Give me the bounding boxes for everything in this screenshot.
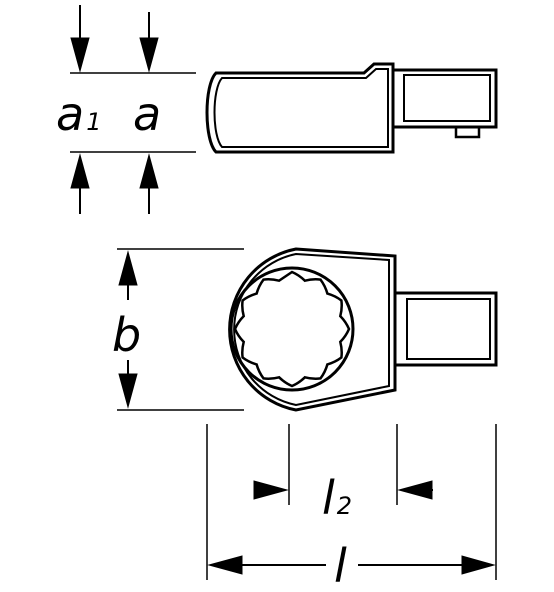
a-arrow-down: [139, 37, 159, 73]
ring-view: [228, 247, 498, 412]
a-extension-lines: [70, 72, 196, 153]
label-b: b: [112, 308, 141, 362]
b-arrow-up: [118, 250, 138, 286]
square-drive-outline: [393, 68, 498, 129]
label-a1: a1: [56, 87, 101, 141]
a1-arrow-down: [70, 37, 90, 73]
side-view: [205, 62, 498, 154]
l2-arrow-left: [397, 480, 433, 500]
l2-dimension: [253, 480, 433, 500]
a1-arrow-up: [70, 153, 90, 189]
ring-drive-outline: [395, 291, 498, 367]
b-dimension: [118, 250, 138, 409]
ring-head-inner-outline: [233, 252, 390, 407]
l-dimension: [207, 555, 496, 575]
label-a: a: [133, 87, 161, 141]
l-arrow-right: [461, 555, 496, 575]
label-l2: l2: [322, 471, 352, 525]
b-arrow-down: [118, 373, 138, 409]
a-dimension: [139, 12, 159, 214]
l2-arrow-right: [253, 480, 289, 500]
square-drive-inner: [403, 74, 491, 122]
a1-dimension: [70, 5, 90, 214]
ring-head-outer-outline: [228, 247, 397, 412]
side-view-outer-outline: [205, 62, 395, 154]
a-arrow-up: [139, 153, 159, 189]
retaining-pin: [454, 127, 481, 139]
l-extension-lines: [206, 424, 497, 580]
b-extension-lines: [117, 248, 244, 411]
bore-circle: [229, 266, 355, 392]
l-arrow-left: [207, 555, 243, 575]
side-view-inner-outline: [213, 68, 389, 148]
label-l: l: [334, 539, 347, 592]
twelve-point-profile: [233, 270, 351, 388]
ring-drive-inner: [406, 298, 491, 360]
